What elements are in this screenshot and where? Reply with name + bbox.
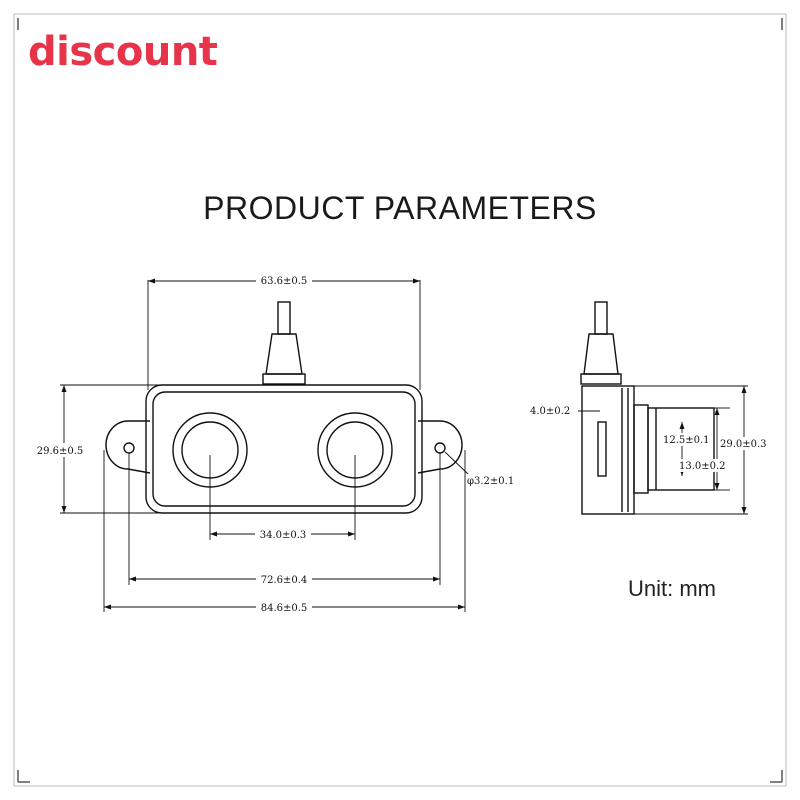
right-mount-ear — [417, 420, 463, 474]
corner-marks — [17, 18, 783, 783]
page-title: PRODUCT PARAMETERS — [203, 190, 597, 226]
side-flange-notch — [597, 421, 607, 477]
dim-depth-label: 13.0±0.2 — [679, 461, 726, 472]
unit-note: Unit: mm — [628, 576, 716, 601]
dim-overall-height-label: 29.0±0.3 — [720, 439, 767, 450]
dim-inner-height-label: 12.5±0.1 — [663, 435, 710, 446]
side-cable-stub — [594, 301, 608, 335]
side-transducer-body — [647, 407, 715, 491]
discount-badge: discount — [28, 29, 218, 75]
dim-transducer-spacing-label: 34.0±0.3 — [260, 530, 307, 541]
dim-height-label: 29.6±0.5 — [37, 446, 84, 457]
body-outer — [145, 384, 423, 514]
body-inner — [152, 391, 416, 507]
side-dimension-arrows — [679, 386, 747, 514]
cable-boot — [265, 333, 303, 375]
side-cable-boot — [583, 333, 619, 375]
front-dimension-arrows — [61, 278, 465, 610]
dim-mount-spacing-label: 72.6±0.4 — [261, 575, 308, 586]
left-mount-ear — [105, 420, 151, 474]
outer-border — [13, 13, 787, 787]
side-main-block — [581, 385, 635, 515]
dim-body-width-label: 63.6±0.5 — [261, 276, 308, 287]
front-view — [105, 301, 463, 514]
side-cable-collar — [580, 373, 622, 385]
cable-collar — [262, 373, 306, 385]
cable-stub — [277, 301, 291, 335]
side-view — [580, 301, 715, 515]
front-dimension-lines — [60, 280, 469, 612]
side-transducer-base — [633, 404, 649, 494]
left-mount-hole — [123, 442, 135, 454]
dim-hole-diameter-label: φ3.2±0.1 — [467, 476, 514, 487]
dim-overall-width-label: 84.6±0.5 — [261, 603, 308, 614]
right-mount-hole — [434, 442, 446, 454]
dim-flange-thickness-label: 4.0±0.2 — [530, 406, 570, 417]
